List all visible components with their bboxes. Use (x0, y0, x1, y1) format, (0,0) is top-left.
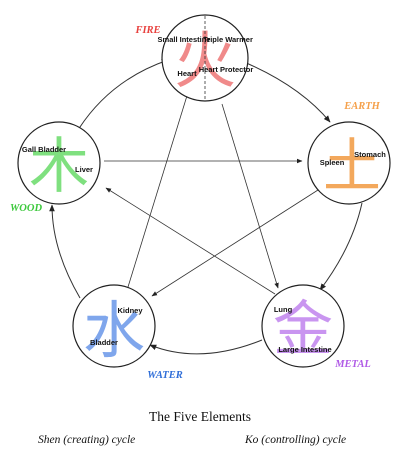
organ-small-intestine: Small Intestine (158, 35, 211, 44)
shen-arrow-fire-to-earth (243, 61, 331, 123)
element-water: 水 Kidney Bladder WATER (72, 284, 183, 381)
water-name: WATER (147, 370, 182, 381)
organ-spleen: Spleen (320, 158, 345, 167)
ko-arrow-metal-to-wood (105, 187, 276, 295)
shen-cycle (49, 59, 363, 355)
organ-liver: Liver (75, 165, 93, 174)
metal-name: METAL (334, 359, 371, 370)
organ-kidney: Kidney (117, 306, 143, 315)
organ-gall-bladder: Gall Bladder (22, 145, 66, 154)
organ-stomach: Stomach (354, 150, 386, 159)
legend-ko-cycle: Ko (controlling) cycle (245, 434, 347, 446)
element-metal: 金 Lung Large Intestine METAL (261, 284, 371, 370)
ko-arrow-fire-to-metal (221, 103, 279, 289)
ko-cycle (104, 85, 319, 297)
water-glyph: 水 (83, 294, 145, 367)
element-fire: 火 Small Intestine Triple Warmer Heart He… (134, 14, 254, 102)
ko-arrow-water-to-fire (127, 85, 191, 288)
wood-glyph: 木 (29, 132, 89, 202)
shen-arrow-water-to-wood (49, 204, 81, 299)
organ-heart-protector: Heart Protector (199, 65, 254, 74)
wood-name: WOOD (10, 203, 43, 214)
organ-large-intestine: Large Intestine (278, 345, 331, 354)
shen-arrow-metal-to-water (149, 339, 263, 355)
element-wood: 木 Gall Bladder Liver WOOD (10, 121, 101, 214)
shen-arrow-earth-to-metal (319, 202, 363, 291)
legend-shen-cycle: Shen (creating) cycle (38, 434, 136, 446)
metal-glyph: 金 (273, 295, 333, 365)
diagram-title: The Five Elements (149, 409, 251, 424)
organ-bladder: Bladder (90, 338, 118, 347)
fire-name: FIRE (134, 25, 160, 36)
organ-triple-warmer: Triple Warmer (203, 35, 253, 44)
shen-arrow-wood-to-fire (77, 59, 169, 131)
earth-glyph: 土 (323, 132, 381, 200)
element-earth: 土 Spleen Stomach EARTH (307, 101, 391, 205)
organ-lung: Lung (274, 305, 293, 314)
earth-name: EARTH (343, 101, 380, 112)
ko-arrow-earth-to-water (151, 189, 319, 297)
organ-heart: Heart (177, 69, 197, 78)
